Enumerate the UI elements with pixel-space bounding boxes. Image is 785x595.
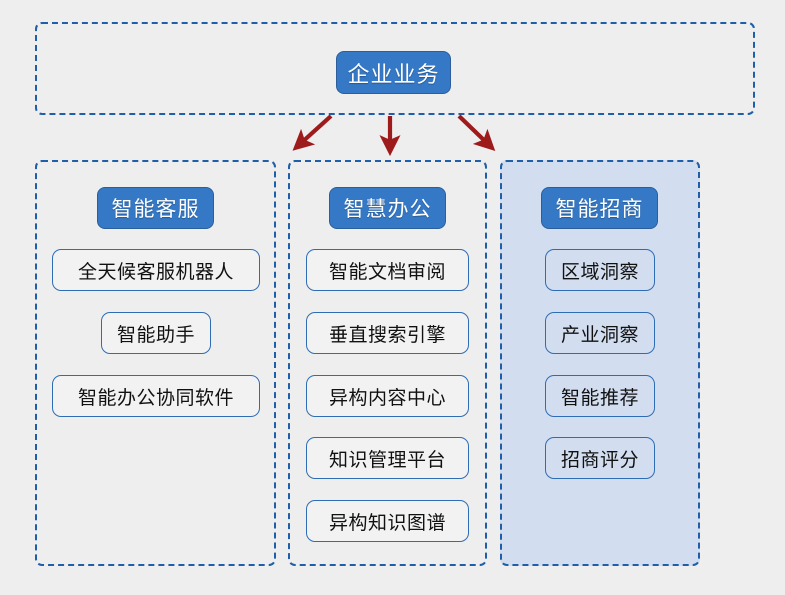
branch-header-customer-service[interactable]: 智能客服 xyxy=(97,187,214,229)
item-label: 区域洞察 xyxy=(560,260,639,283)
item-vertical-search-engine[interactable]: 垂直搜索引擎 xyxy=(306,312,469,354)
root-group-container xyxy=(35,22,755,115)
root-node-enterprise-business[interactable]: 企业业务 xyxy=(336,51,451,94)
item-all-day-service-robot[interactable]: 全天候客服机器人 xyxy=(52,249,260,291)
item-label: 全天候客服机器人 xyxy=(77,260,234,283)
item-smart-document-review[interactable]: 智能文档审阅 xyxy=(306,249,469,291)
item-label: 知识管理平台 xyxy=(328,448,446,471)
item-label: 招商评分 xyxy=(560,448,639,471)
item-heterogeneous-content-center[interactable]: 异构内容中心 xyxy=(306,375,469,417)
item-industry-insight[interactable]: 产业洞察 xyxy=(545,312,655,354)
item-label: 智能文档审阅 xyxy=(328,260,446,283)
branch-header-smart-investment[interactable]: 智能招商 xyxy=(541,187,658,229)
branch-header-smart-office[interactable]: 智慧办公 xyxy=(329,187,446,229)
item-label: 智能推荐 xyxy=(560,386,639,409)
branch-header-label: 智慧办公 xyxy=(343,197,432,221)
item-label: 垂直搜索引擎 xyxy=(328,323,446,346)
item-knowledge-management-platform[interactable]: 知识管理平台 xyxy=(306,437,469,479)
item-smart-assistant[interactable]: 智能助手 xyxy=(101,312,211,354)
item-investment-scoring[interactable]: 招商评分 xyxy=(545,437,655,479)
item-label: 产业洞察 xyxy=(560,323,639,346)
root-node-label: 企业业务 xyxy=(347,62,440,88)
item-regional-insight[interactable]: 区域洞察 xyxy=(545,249,655,291)
arrow-to-left-branch xyxy=(292,114,333,151)
item-label: 异构知识图谱 xyxy=(328,511,446,534)
item-smart-recommendation[interactable]: 智能推荐 xyxy=(545,375,655,417)
item-label: 智能助手 xyxy=(116,323,195,346)
branch-header-label: 智能客服 xyxy=(111,197,200,221)
branch-header-label: 智能招商 xyxy=(555,197,644,221)
arrow-to-right-branch xyxy=(457,114,496,152)
branch-group-customer-service xyxy=(35,160,276,566)
item-heterogeneous-knowledge-graph[interactable]: 异构知识图谱 xyxy=(306,500,469,542)
item-smart-office-collab-software[interactable]: 智能办公协同软件 xyxy=(52,375,260,417)
item-label: 智能办公协同软件 xyxy=(77,386,234,409)
item-label: 异构内容中心 xyxy=(328,386,446,409)
branch-group-smart-office xyxy=(288,160,487,566)
